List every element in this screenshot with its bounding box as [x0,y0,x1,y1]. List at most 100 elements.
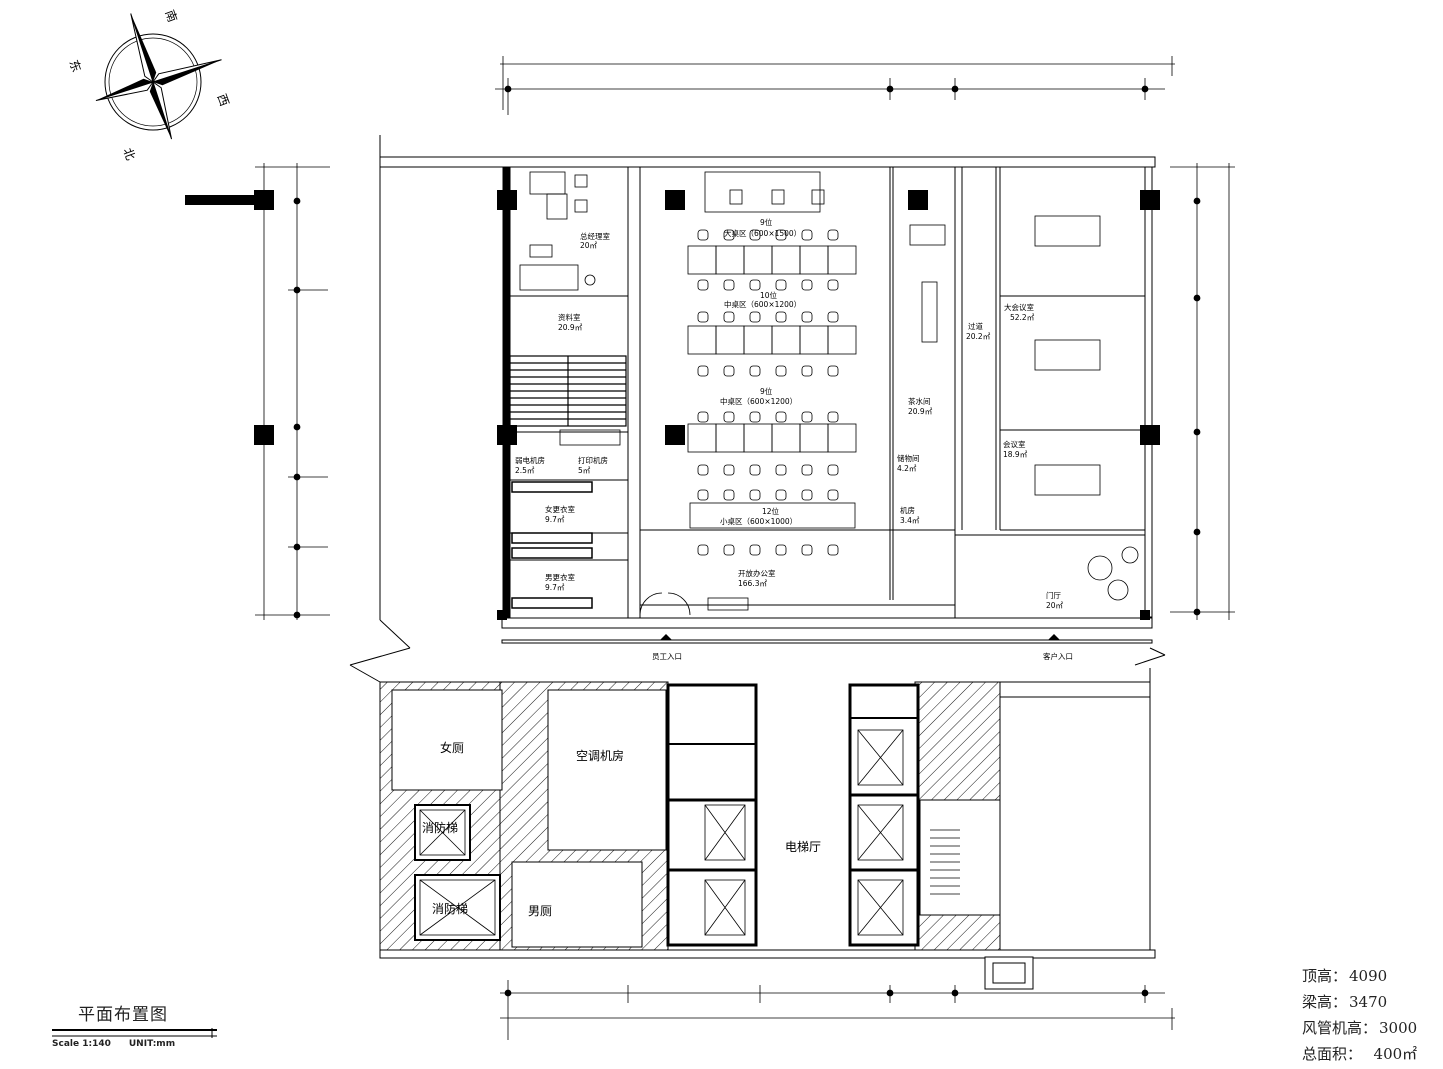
scale-unit: UNIT:mm [128,1039,176,1049]
room-name: 总经理室 [580,231,610,241]
room-name: 过道 [968,321,983,331]
chair [775,279,787,291]
ac-room-label: 空调机房 [576,748,624,763]
room-name: 男更衣室 [545,572,575,582]
room-area: 3.4㎡ [900,516,920,525]
chair [827,279,839,291]
room-area: 20㎡ [1046,601,1064,610]
chair [723,489,735,501]
spec-row: 顶高：4090 [1302,963,1442,989]
desk-unit [715,423,745,453]
spec-label: 总面积： [1302,1045,1363,1063]
spec-row: 风管机高：3000 [1302,1015,1442,1041]
scale-note: Scale 1:140 UNIT:mm [52,1039,193,1049]
desk-unit [743,245,773,275]
furniture [509,171,1139,616]
desk-unit [743,423,773,453]
desk-unit [743,325,773,355]
room-name: 机房 [900,505,915,515]
client-entrance-label: 客户入口 [1043,651,1073,661]
room-name: 10位 [760,290,778,300]
chair [801,544,813,556]
chair [723,311,735,323]
spec-row: 总面积： 400㎡ [1302,1041,1442,1067]
room-name: 女更衣室 [545,504,575,514]
compass-south-label: 南 [162,8,180,24]
desk-unit [771,245,801,275]
elevator-hall-label: 电梯厅 [785,840,821,854]
room-name: 弱电机房 [515,455,545,465]
chair [723,279,735,291]
desk-unit [687,325,717,355]
compass-north-label: 北 [120,146,137,162]
desk-unit [799,423,829,453]
entrance-markers [660,634,1060,640]
chair [697,311,709,323]
chair [723,411,735,423]
room-area: 小桌区（600×1000） [720,516,797,526]
spec-label: 顶高： [1302,967,1348,985]
desk-unit [687,423,717,453]
spec-value: 3470 [1349,993,1388,1011]
scale-ratio: Scale 1:140 [52,1039,111,1049]
chair [801,279,813,291]
chair [749,544,761,556]
chair [827,411,839,423]
desk-unit [715,325,745,355]
chair [827,311,839,323]
chair [723,544,735,556]
chair [749,489,761,501]
desk-unit [799,325,829,355]
room-area: 2.5㎡ [515,466,535,475]
chair [723,229,735,241]
building-shell [349,135,1166,959]
compass-east-label: 东 [66,58,83,74]
chair [697,411,709,423]
desk-unit [687,245,717,275]
chair [775,544,787,556]
desk-unit [799,245,829,275]
spec-label: 梁高： [1302,993,1348,1011]
chair [775,365,787,377]
chair [723,464,735,476]
chair [697,489,709,501]
room-area: 9.7㎡ [545,515,565,524]
spec-value: 3000 [1379,1019,1418,1037]
chair [775,229,787,241]
chair [749,365,761,377]
compass-rose: 南 北 东 西 [66,8,231,162]
men-wc-label: 男厕 [528,904,552,918]
chair [749,311,761,323]
chair [801,464,813,476]
drawing-title: 平面布置图 [78,1005,168,1025]
women-wc-label: 女厕 [440,740,464,755]
room-area: 166.3㎡ [738,579,767,588]
chair [697,279,709,291]
room-name: 储物间 [897,453,920,463]
dimension-lines [255,56,1235,1040]
room-name: 开放办公室 [738,568,776,578]
room-name: 茶水间 [908,396,931,406]
chair [749,279,761,291]
room-area: 20.9㎡ [908,407,933,416]
chair [775,311,787,323]
chair [749,464,761,476]
chair [697,464,709,476]
chair [775,464,787,476]
chair [697,544,709,556]
